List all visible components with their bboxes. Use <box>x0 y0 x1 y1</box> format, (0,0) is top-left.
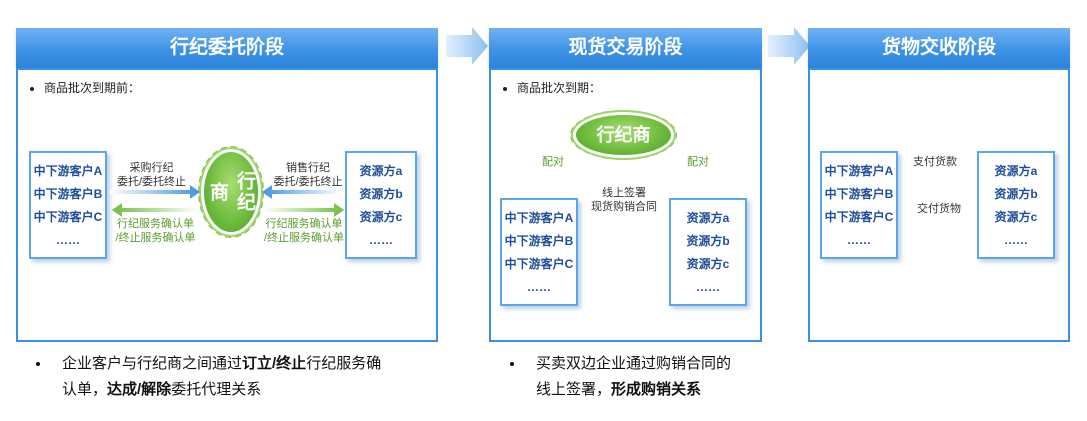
stage2-suppliers-box: 资源方a 资源方b 资源方c …… <box>669 198 747 306</box>
supplier-item: 资源方b <box>994 187 1038 201</box>
stage2-match-left-label: 配对 <box>542 156 564 168</box>
customer-item: 中下游客户A <box>33 164 103 178</box>
supplier-item: 资源方b <box>359 187 403 201</box>
supplier-item: …… <box>369 233 393 247</box>
stage1-left-bottom-label: 行纪服务确认单/终止服务确认单 <box>115 218 196 244</box>
stage1-arrow-left-top <box>110 185 200 199</box>
stage1-right-top-label: 销售行纪委托/委托终止 <box>273 162 343 188</box>
customer-item: 中下游客户B <box>33 187 103 201</box>
stage1-header: 行纪委托阶段 <box>16 28 438 68</box>
stage2-summary: 买卖双边企业通过购销合同的 线上签署，形成购销关系 <box>536 355 732 398</box>
stage2-customers-box: 中下游客户A 中下游客户B 中下游客户C …… <box>500 198 578 306</box>
supplier-item: …… <box>1004 233 1028 247</box>
stage1-arrow-left-bottom <box>112 203 198 217</box>
stage1-arrow-right-top <box>262 185 342 199</box>
stage3-deliver-label: 交付货物 <box>917 203 961 215</box>
stage3-suppliers-box: 资源方a 资源方b 资源方c …… <box>977 151 1055 259</box>
supplier-item: 资源方c <box>359 210 403 224</box>
customer-item: …… <box>56 233 80 247</box>
supplier-item: 资源方a <box>994 164 1038 178</box>
stage2-agent-ring <box>570 110 677 160</box>
stage1-suppliers-box: 资源方a 资源方b 资源方c …… <box>345 151 417 259</box>
stage1-intro: 商品批次到期前： <box>30 79 140 96</box>
customer-item: 中下游客户A <box>824 164 894 178</box>
stage1-summary-bullet <box>36 362 40 366</box>
customer-item: 中下游客户C <box>33 210 103 224</box>
stage3-customers-box: 中下游客户A 中下游客户B 中下游客户C …… <box>820 151 898 259</box>
stage2-match-right-label: 配对 <box>687 156 709 168</box>
supplier-item: 资源方a <box>686 211 730 225</box>
stage2-intro: 商品批次到期： <box>503 79 601 96</box>
stage3-pay-label: 支付货款 <box>913 156 957 168</box>
customer-item: 中下游客户B <box>504 234 574 248</box>
stage1-customers-box: 中下游客户A 中下游客户B 中下游客户C …… <box>29 151 107 259</box>
customer-item: …… <box>847 233 871 247</box>
customer-item: 中下游客户C <box>504 257 574 271</box>
supplier-item: 资源方a <box>359 164 403 178</box>
stage1-agent: 行纪商 <box>204 152 258 232</box>
customer-item: …… <box>527 280 551 294</box>
stage3-header: 货物交收阶段 <box>808 28 1070 68</box>
stage1-left-top-label: 采购行纪委托/委托终止 <box>116 162 187 188</box>
supplier-item: 资源方c <box>686 257 730 271</box>
customer-item: 中下游客户B <box>824 187 894 201</box>
stage1-agent-text: 行纪商 <box>207 171 255 213</box>
stage-transition-arrow-2 <box>768 27 810 65</box>
stage2-header: 现货交易阶段 <box>489 28 762 68</box>
customer-item: 中下游客户A <box>504 211 574 225</box>
stage2-summary-bullet <box>510 362 514 366</box>
stage1-right-bottom-label: 行纪服务确认单/终止服务确认单 <box>263 218 345 244</box>
customer-item: 中下游客户C <box>824 210 894 224</box>
supplier-item: …… <box>696 280 720 294</box>
supplier-item: 资源方b <box>686 234 730 248</box>
stage1-arrow-right-bottom <box>264 203 344 217</box>
supplier-item: 资源方c <box>994 210 1038 224</box>
stage2-contract-label: 线上签署现货购销合同 <box>591 187 657 213</box>
stage1-summary: 企业客户与行纪商之间通过订立/终止行纪服务确 认单，达成/解除委托代理关系 <box>62 355 382 398</box>
stage2-agent: 行纪商 <box>576 115 671 155</box>
stage-transition-arrow-1 <box>446 27 488 65</box>
